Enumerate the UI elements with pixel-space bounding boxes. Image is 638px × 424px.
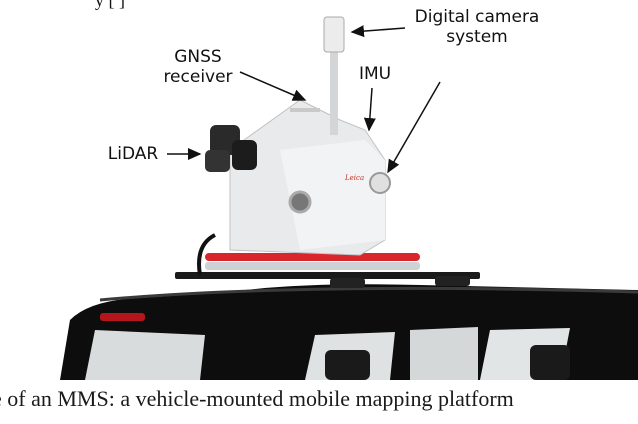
camera-label: Digital camera system bbox=[402, 7, 552, 47]
sensor-unit: Leica bbox=[205, 16, 391, 256]
top-text-fragment: y [ ] bbox=[95, 0, 125, 10]
imu-label: IMU bbox=[358, 64, 392, 84]
camera-label-line2: system bbox=[446, 27, 508, 47]
annotation-arrows bbox=[167, 25, 441, 174]
mms-photo: Leica bbox=[60, 16, 638, 380]
gnss-label-line1: GNSS bbox=[174, 47, 222, 67]
gnss-label: GNSS receiver bbox=[148, 47, 248, 87]
figure-caption: e of an MMS: a vehicle-mounted mobile ma… bbox=[0, 386, 514, 411]
vehicle-roof bbox=[60, 284, 638, 380]
lidar-heads bbox=[205, 125, 257, 172]
gnss-label-line2: receiver bbox=[163, 67, 233, 87]
lidar-label: LiDAR bbox=[107, 144, 159, 164]
svg-text:Leica: Leica bbox=[344, 174, 364, 182]
roof-rack bbox=[175, 233, 480, 288]
camera-label-line1: Digital camera bbox=[414, 7, 540, 27]
